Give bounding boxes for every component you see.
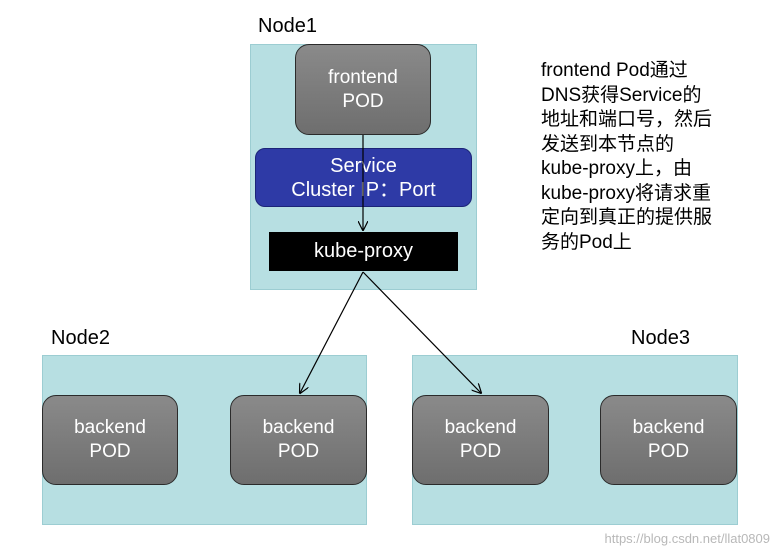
- description-line: DNS获得Service的: [541, 84, 702, 106]
- description-text: frontend Pod通过 DNS获得Service的 地址和端口号，然后 发…: [541, 59, 741, 255]
- backend-pod-node2-b: backend POD: [230, 395, 367, 485]
- backend-pod-node3-b: backend POD: [600, 395, 737, 485]
- description-line: frontend Pod通过: [541, 60, 688, 81]
- description-line: kube-proxy将请求重: [541, 182, 711, 204]
- description-line: kube-proxy上，由: [541, 158, 692, 179]
- backend-pod-line2: POD: [89, 441, 131, 462]
- node2-label: Node2: [51, 327, 110, 349]
- backend-pod-line1: backend: [262, 417, 335, 438]
- node3-label: Node3: [631, 327, 690, 349]
- arrow-proxy-to-node3-backend: [362, 271, 481, 393]
- frontend-pod: frontend POD: [295, 44, 431, 135]
- description-line: 定向到真正的提供服: [541, 207, 713, 228]
- kube-proxy-box: kube-proxy: [269, 232, 458, 271]
- watermark: https://blog.csdn.net/llat0809: [604, 531, 770, 546]
- backend-pod-line1: backend: [74, 417, 146, 438]
- kube-proxy-label: kube-proxy: [314, 240, 413, 262]
- description-line: 地址和端口号，然后: [541, 109, 713, 130]
- backend-pod-line2: POD: [459, 441, 502, 462]
- backend-pod-node3-a: backend POD: [412, 395, 549, 485]
- description-line: 发送到本节点的: [541, 133, 675, 155]
- backend-pod-line1: backend: [444, 417, 517, 438]
- backend-pod-line2: POD: [647, 441, 690, 462]
- frontend-pod-line2: POD: [342, 90, 384, 112]
- backend-pod-node2-a: backend POD: [42, 395, 178, 485]
- backend-pod-line1: backend: [632, 417, 705, 438]
- node1-label: Node1: [258, 15, 317, 37]
- frontend-pod-line1: frontend: [328, 66, 398, 88]
- description-line: 务的Pod上: [541, 231, 632, 253]
- backend-pod-line2: POD: [277, 441, 320, 462]
- arrow-proxy-to-node2-backend: [300, 271, 364, 393]
